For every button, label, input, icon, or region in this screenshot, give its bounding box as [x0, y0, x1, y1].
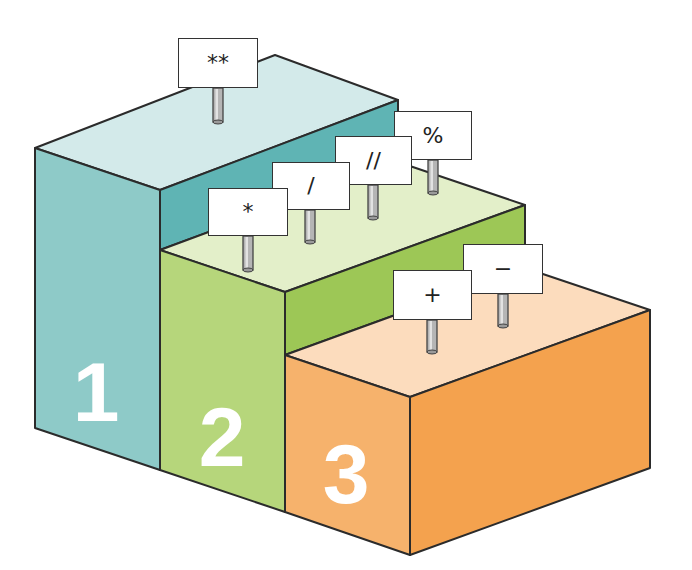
post-base	[427, 350, 437, 354]
operator-text: **	[207, 52, 229, 74]
operator-sign: *	[208, 188, 288, 236]
sign-post	[305, 210, 315, 242]
post-base	[428, 191, 438, 195]
post-highlight	[430, 321, 433, 351]
post-highlight	[371, 186, 374, 217]
step-face-polygon	[160, 250, 285, 512]
sign-post	[498, 294, 508, 326]
post-base	[305, 240, 315, 244]
operator-text: //	[366, 150, 381, 172]
step-number: 3	[323, 432, 370, 516]
step-face: 3	[285, 355, 410, 555]
step-face-polygon	[285, 355, 410, 555]
post-highlight	[308, 211, 311, 241]
post-base	[243, 268, 253, 272]
operator-text: +	[423, 284, 441, 306]
operator-sign: +	[393, 270, 472, 320]
step-face-polygon	[35, 148, 160, 470]
operator-sign: **	[178, 38, 258, 88]
post-highlight	[501, 295, 504, 325]
sign-post	[213, 88, 223, 122]
post-highlight	[246, 237, 249, 269]
post-base	[498, 324, 508, 328]
post-base	[213, 120, 223, 124]
operator-text: *	[243, 201, 254, 223]
step-number: 2	[199, 395, 246, 479]
step-face: 1	[35, 148, 160, 470]
sign-post	[368, 185, 378, 218]
sign-post	[427, 320, 437, 352]
operator-text: %	[423, 125, 444, 147]
operator-text: /	[307, 175, 314, 197]
sign-post	[428, 160, 438, 193]
operator-text: −	[494, 258, 512, 280]
sign-post	[243, 236, 253, 270]
operator-sign: −	[463, 244, 543, 294]
step-number: 1	[73, 350, 120, 434]
post-highlight	[431, 161, 434, 192]
step-face: 2	[160, 250, 285, 512]
step-side	[410, 310, 650, 555]
post-highlight	[216, 89, 219, 121]
post-base	[368, 216, 378, 220]
